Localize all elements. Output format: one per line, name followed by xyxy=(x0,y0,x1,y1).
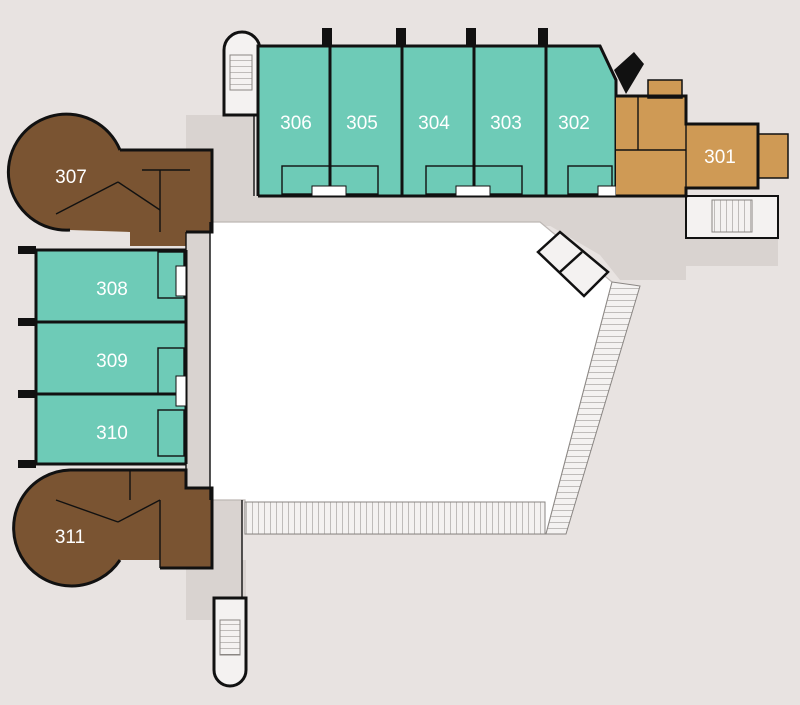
atrium-pavilion xyxy=(536,230,610,298)
room-308[interactable] xyxy=(36,250,186,322)
room-307-walls xyxy=(6,112,214,234)
label-310: 310 xyxy=(96,423,128,444)
label-303: 303 xyxy=(490,113,522,134)
label-308: 308 xyxy=(96,279,128,300)
top-row-walls xyxy=(256,28,618,198)
left-column-walls xyxy=(18,246,188,468)
label-305: 305 xyxy=(346,113,378,134)
label-309: 309 xyxy=(96,351,128,372)
label-307: 307 xyxy=(55,167,87,188)
room-310[interactable] xyxy=(36,394,186,464)
atrium-stairs-right xyxy=(545,281,641,535)
room-306[interactable] xyxy=(258,46,330,196)
label-302: 302 xyxy=(558,113,590,134)
atrium-stairs-bottom xyxy=(244,501,546,535)
corridor-walls xyxy=(185,115,255,598)
room-301-walls xyxy=(616,94,760,198)
label-301: 301 xyxy=(704,147,736,168)
room-309[interactable] xyxy=(36,322,186,394)
room-311[interactable] xyxy=(13,470,212,586)
room-311-walls xyxy=(12,468,214,588)
label-306: 306 xyxy=(280,113,312,134)
room-305[interactable] xyxy=(330,46,402,196)
label-304: 304 xyxy=(418,113,450,134)
atrium xyxy=(209,221,613,535)
room-302[interactable] xyxy=(546,46,616,196)
label-311: 311 xyxy=(55,527,85,548)
room-304[interactable] xyxy=(402,46,474,196)
room-303[interactable] xyxy=(474,46,546,196)
corner-accent xyxy=(614,52,644,94)
